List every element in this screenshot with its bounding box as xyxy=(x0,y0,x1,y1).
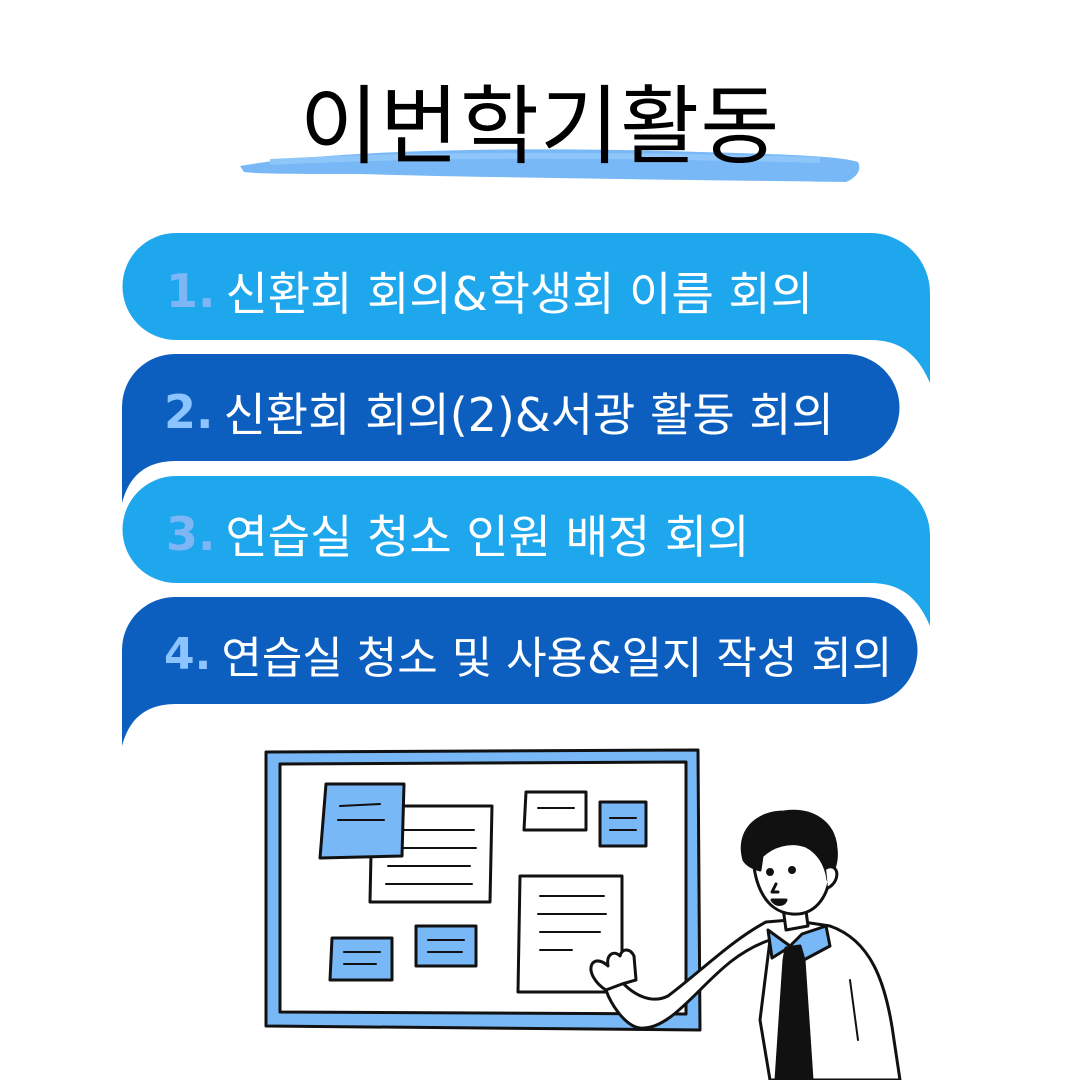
list-item-2: 2. 신환회 회의(2)&서광 활동 회의 xyxy=(164,379,834,445)
bubble-2 xyxy=(121,353,900,503)
list-item-3: 3. 연습실 청소 인원 배정 회의 xyxy=(166,501,750,567)
item-text: 신환회 회의&학생회 이름 회의 xyxy=(225,267,814,321)
bubble-3 xyxy=(122,476,930,626)
person-tie xyxy=(774,944,814,1080)
item-text: 연습실 청소 인원 배정 회의 xyxy=(225,510,750,564)
person-shirt xyxy=(604,918,902,1080)
title-block: 이번학기활동 xyxy=(0,70,1080,200)
brush-stroke-highlight xyxy=(240,149,860,182)
page-title: 이번학기활동 xyxy=(299,77,781,177)
bubble-4 xyxy=(121,596,918,746)
item-number: 2. xyxy=(164,385,214,439)
note-blue xyxy=(328,936,394,982)
list-item-1: 1. 신환회 회의&학생회 이름 회의 xyxy=(166,258,813,324)
note-blue xyxy=(414,924,478,968)
note-blue xyxy=(598,800,648,848)
bubble-1 xyxy=(122,233,930,383)
person-hand xyxy=(589,948,638,992)
note-paper xyxy=(522,790,588,832)
item-number: 1. xyxy=(166,264,216,318)
item-text: 신환회 회의(2)&서광 활동 회의 xyxy=(223,388,834,442)
list-item-4: 4. 연습실 청소 및 사용&일지 작성 회의 xyxy=(164,622,892,686)
item-text: 연습실 청소 및 사용&일지 작성 회의 xyxy=(221,633,893,684)
item-number: 3. xyxy=(166,507,216,561)
item-number: 4. xyxy=(164,628,212,680)
person-collar xyxy=(766,924,832,964)
